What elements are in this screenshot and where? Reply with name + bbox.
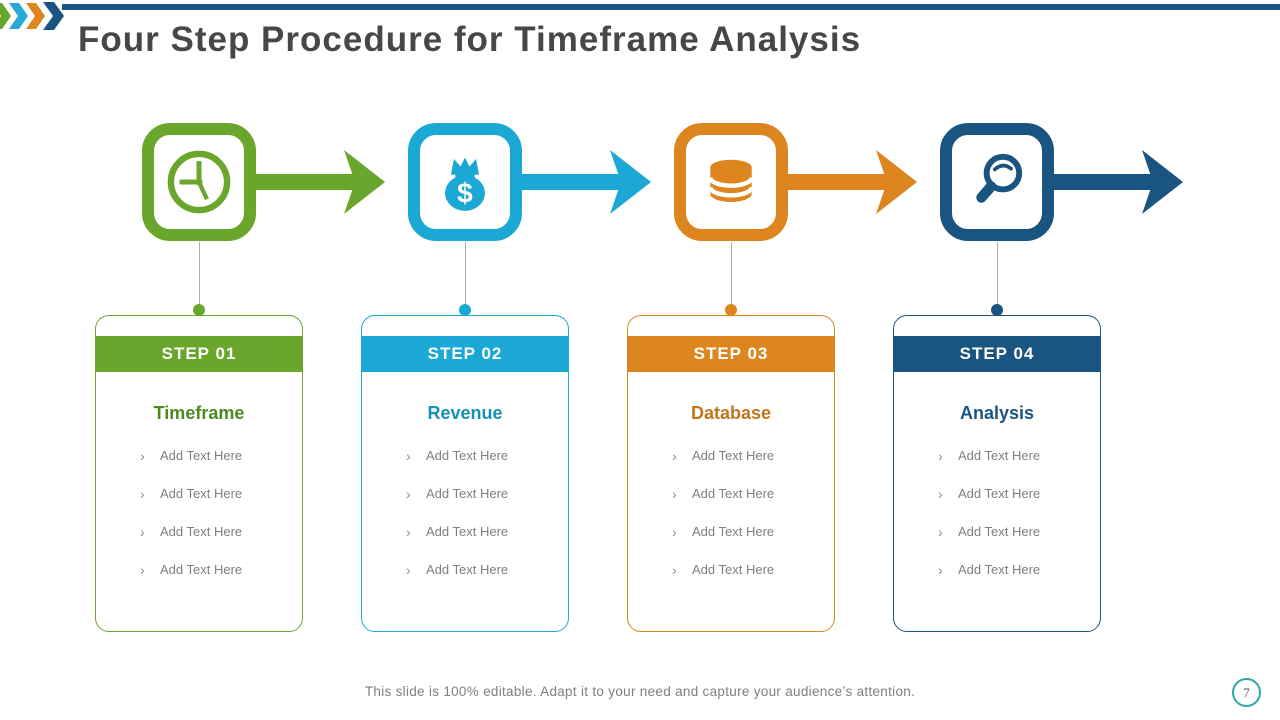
connector-dot — [991, 304, 1003, 316]
arrow-right-icon — [256, 150, 385, 214]
bullet-chevron-icon: › — [140, 524, 145, 540]
bullet-text: Add Text Here — [958, 486, 1041, 501]
step1-icon-box — [142, 123, 256, 241]
step4-icon-box — [940, 123, 1054, 241]
list-item[interactable]: › Add Text Here — [938, 562, 1100, 578]
list-item[interactable]: › Add Text Here — [140, 486, 302, 502]
step2-title: Revenue — [427, 403, 503, 423]
bullet-chevron-icon: › — [672, 524, 677, 540]
bullet-text: Add Text Here — [426, 562, 509, 577]
step2-icon-box: $ — [408, 123, 522, 241]
step1-card: STEP 01 Timeframe › Add Text Here › Add Te… — [95, 315, 303, 632]
bullet-chevron-icon: › — [672, 486, 677, 502]
connector-line — [199, 242, 200, 306]
connector-dot — [459, 304, 471, 316]
bullet-chevron-icon: › — [672, 562, 677, 578]
list-item[interactable]: › Add Text Here — [140, 448, 302, 464]
list-item[interactable]: › Add Text Here — [140, 562, 302, 578]
bullet-chevron-icon: › — [140, 448, 145, 464]
step2-header: STEP 02 — [362, 336, 568, 372]
list-item[interactable]: › Add Text Here — [406, 524, 568, 540]
list-item[interactable]: › Add Text Here — [938, 524, 1100, 540]
step-column-4: STEP 04 Analysis › Add Text Here › Add Tex… — [864, 0, 1183, 720]
bullet-chevron-icon: › — [140, 486, 145, 502]
money-bag-icon: $ — [445, 157, 485, 211]
list-item[interactable]: › Add Text Here — [672, 524, 834, 540]
bullet-text: Add Text Here — [692, 448, 775, 463]
bullet-chevron-icon: › — [406, 486, 411, 502]
bullet-chevron-icon: › — [406, 562, 411, 578]
step2-bullet-list: › Add Text Here › Add Text Here › Add Text … — [362, 448, 568, 578]
connector-dot — [193, 304, 205, 316]
bullet-chevron-icon: › — [406, 448, 411, 464]
step1-title: Timeframe — [153, 403, 245, 423]
bullet-text: Add Text Here — [692, 524, 775, 539]
page-number-badge: 7 — [1232, 678, 1261, 707]
bullet-text: Add Text Here — [958, 562, 1041, 577]
chevron-decoration — [0, 2, 64, 30]
step3-bullet-list: › Add Text Here › Add Text Here › Add Text … — [628, 448, 834, 578]
page-title: Four Step Procedure for Timeframe Analys… — [78, 20, 862, 59]
magnifier-icon — [976, 153, 1023, 203]
clock-icon — [167, 150, 231, 214]
step-column-2: $ STEP 02 Revenue › Add Text Here › Add Te… — [332, 0, 651, 720]
bullet-text: Add Text Here — [692, 562, 775, 577]
step3-title: Database — [690, 403, 772, 423]
bullet-chevron-icon: › — [140, 562, 145, 578]
step-column-3: STEP 03 Database › Add Text Here › Add Tex… — [598, 0, 917, 720]
bullet-text: Add Text Here — [426, 486, 509, 501]
bullet-chevron-icon: › — [938, 486, 943, 502]
connector-line — [997, 242, 998, 306]
step3-header: STEP 03 — [628, 336, 834, 372]
connector-line — [731, 242, 732, 306]
list-item[interactable]: › Add Text Here — [406, 448, 568, 464]
footer-note: This slide is 100% editable. Adapt it to… — [364, 684, 916, 699]
connector-dot — [725, 304, 737, 316]
step-column-1: STEP 01 Timeframe › Add Text Here › Add Te… — [66, 0, 385, 720]
database-icon — [708, 159, 754, 202]
bullet-text: Add Text Here — [958, 524, 1041, 539]
step4-header: STEP 04 — [894, 336, 1100, 372]
step4-bullet-list: › Add Text Here › Add Text Here › Add Text … — [894, 448, 1100, 578]
connector-line — [465, 242, 466, 306]
step2-card: STEP 02 Revenue › Add Text Here › Add Text… — [361, 315, 569, 632]
list-item[interactable]: › Add Text Here — [672, 486, 834, 502]
bullet-chevron-icon: › — [938, 524, 943, 540]
step3-card: STEP 03 Database › Add Text Here › Add Tex… — [627, 315, 835, 632]
step1-bullet-list: › Add Text Here › Add Text Here › Add Text … — [96, 448, 302, 578]
list-item[interactable]: › Add Text Here — [406, 562, 568, 578]
list-item[interactable]: › Add Text Here — [672, 562, 834, 578]
list-item[interactable]: › Add Text Here — [938, 448, 1100, 464]
bullet-chevron-icon: › — [672, 448, 677, 464]
top-rule — [62, 4, 1280, 10]
step1-header: STEP 01 — [96, 336, 302, 372]
list-item[interactable]: › Add Text Here — [140, 524, 302, 540]
arrow-right-icon — [788, 150, 917, 214]
list-item[interactable]: › Add Text Here — [672, 448, 834, 464]
list-item[interactable]: › Add Text Here — [938, 486, 1100, 502]
bullet-text: Add Text Here — [426, 448, 509, 463]
bullet-text: Add Text Here — [160, 448, 243, 463]
step4-card: STEP 04 Analysis › Add Text Here › Add Tex… — [893, 315, 1101, 632]
bullet-text: Add Text Here — [160, 524, 243, 539]
bullet-text: Add Text Here — [426, 524, 509, 539]
arrow-right-icon — [522, 150, 651, 214]
bullet-chevron-icon: › — [406, 524, 411, 540]
bullet-chevron-icon: › — [938, 562, 943, 578]
step3-icon-box — [674, 123, 788, 241]
svg-text:$: $ — [457, 178, 473, 209]
list-item[interactable]: › Add Text Here — [406, 486, 568, 502]
step4-title: Analysis — [959, 403, 1035, 423]
bullet-chevron-icon: › — [938, 448, 943, 464]
bullet-text: Add Text Here — [160, 562, 243, 577]
bullet-text: Add Text Here — [958, 448, 1041, 463]
bullet-text: Add Text Here — [160, 486, 243, 501]
arrow-right-icon — [1054, 150, 1183, 214]
bullet-text: Add Text Here — [692, 486, 775, 501]
